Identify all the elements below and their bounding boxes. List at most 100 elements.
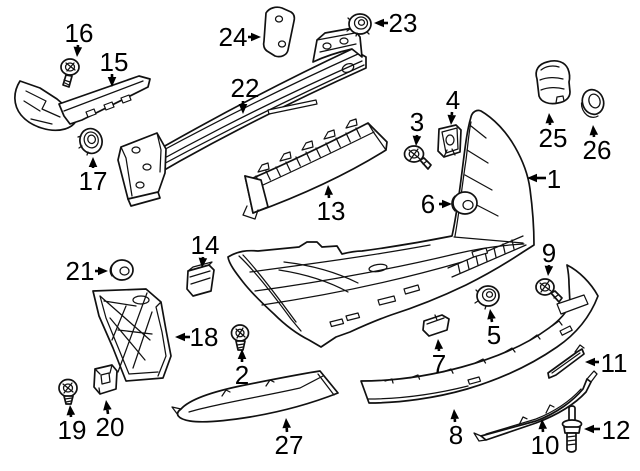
callout-9-screw[interactable]: 9 bbox=[542, 238, 556, 276]
callout-arrowhead bbox=[88, 157, 98, 167]
callout-label[interactable]: 27 bbox=[275, 430, 304, 460]
part-23-flange-nut[interactable] bbox=[346, 13, 372, 37]
callout-1-bumper-cover[interactable]: 1 bbox=[527, 164, 561, 194]
callout-label[interactable]: 12 bbox=[602, 415, 631, 445]
part-19-screw[interactable] bbox=[58, 378, 78, 405]
callout-24-shim-plate[interactable]: 24 bbox=[219, 22, 261, 52]
callout-7-guide-bracket[interactable]: 7 bbox=[432, 339, 446, 379]
callout-25-park-sensor[interactable]: 25 bbox=[539, 113, 568, 153]
callout-6-grommet[interactable]: 6 bbox=[421, 189, 452, 219]
callout-label[interactable]: 15 bbox=[100, 47, 129, 77]
callout-label[interactable]: 24 bbox=[219, 22, 248, 52]
callout-label[interactable]: 4 bbox=[446, 85, 460, 115]
callout-15-side-rail-bracket[interactable]: 15 bbox=[100, 47, 129, 87]
callout-label[interactable]: 18 bbox=[190, 322, 219, 352]
callout-arrowhead bbox=[251, 32, 261, 42]
callout-arrowhead bbox=[282, 418, 292, 429]
part-7-guide-bracket[interactable] bbox=[422, 314, 450, 337]
part-10-support-strip[interactable] bbox=[473, 370, 598, 442]
part-3-screw[interactable] bbox=[403, 145, 432, 170]
callout-label[interactable]: 8 bbox=[449, 420, 463, 450]
callout-21-grommet[interactable]: 21 bbox=[66, 256, 108, 286]
callout-14-bracket[interactable]: 14 bbox=[191, 230, 220, 268]
callout-10-support-strip[interactable]: 10 bbox=[531, 419, 560, 460]
callout-label[interactable]: 23 bbox=[389, 8, 418, 38]
callout-label[interactable]: 16 bbox=[65, 18, 94, 48]
callout-arrowhead bbox=[412, 135, 422, 146]
callout-label[interactable]: 5 bbox=[487, 320, 501, 350]
callout-label[interactable]: 26 bbox=[583, 135, 612, 165]
part-12-shoulder-bolt[interactable] bbox=[561, 405, 583, 453]
callout-label[interactable]: 20 bbox=[96, 412, 125, 442]
callout-arrowhead bbox=[103, 400, 112, 411]
callout-arrowhead bbox=[584, 424, 594, 434]
callout-label[interactable]: 1 bbox=[547, 164, 561, 194]
callout-label[interactable]: 25 bbox=[539, 123, 568, 153]
callout-label[interactable]: 13 bbox=[317, 196, 346, 226]
callout-19-screw[interactable]: 19 bbox=[58, 405, 87, 445]
callout-27-reflector-trim[interactable]: 27 bbox=[275, 418, 304, 460]
callout-3-screw[interactable]: 3 bbox=[410, 107, 424, 146]
part-21-grommet[interactable] bbox=[109, 259, 134, 281]
callout-18-side-support[interactable]: 18 bbox=[175, 322, 218, 352]
callout-2-screw[interactable]: 2 bbox=[235, 349, 249, 390]
part-15-side-rail-bracket[interactable] bbox=[14, 75, 151, 132]
callout-label[interactable]: 11 bbox=[601, 348, 628, 378]
part-5-flange-nut[interactable] bbox=[474, 285, 500, 310]
callout-label[interactable]: 19 bbox=[58, 415, 87, 445]
part-17-flange-nut[interactable] bbox=[77, 126, 105, 156]
part-6-grommet[interactable] bbox=[451, 191, 478, 215]
part-20-clip-nut[interactable] bbox=[93, 364, 118, 395]
part-13-energy-absorber[interactable] bbox=[242, 118, 388, 220]
callout-17-flange-nut[interactable]: 17 bbox=[79, 157, 108, 196]
callout-label[interactable]: 21 bbox=[66, 256, 95, 286]
callout-8-lower-valance[interactable]: 8 bbox=[449, 409, 463, 450]
callout-label[interactable]: 17 bbox=[79, 166, 108, 196]
callout-12-shoulder-bolt[interactable]: 12 bbox=[584, 415, 630, 445]
callout-label[interactable]: 6 bbox=[421, 189, 435, 219]
callout-label[interactable]: 2 bbox=[235, 360, 249, 390]
callout-arrowhead bbox=[107, 77, 117, 87]
callout-13-energy-absorber[interactable]: 13 bbox=[317, 185, 346, 226]
callout-label[interactable]: 9 bbox=[542, 238, 556, 268]
part-1-bumper-cover[interactable] bbox=[227, 109, 535, 348]
part-4-clip[interactable] bbox=[437, 124, 462, 158]
callout-arrowhead bbox=[66, 405, 76, 416]
callout-label[interactable]: 10 bbox=[531, 430, 560, 460]
callout-arrowhead bbox=[447, 114, 457, 125]
callout-22-impact-bar[interactable]: 22 bbox=[231, 73, 260, 114]
callout-11-trim-strip[interactable]: 11 bbox=[585, 348, 628, 378]
part-24-shim-plate[interactable] bbox=[262, 6, 296, 58]
part-14-bracket[interactable] bbox=[186, 261, 215, 297]
callout-label[interactable]: 3 bbox=[410, 107, 424, 137]
callout-4-clip[interactable]: 4 bbox=[446, 85, 460, 125]
part-18-side-support[interactable] bbox=[92, 288, 172, 382]
callout-arrowhead bbox=[238, 104, 248, 114]
part-26-sensor-retainer[interactable] bbox=[579, 87, 607, 118]
callout-20-clip-nut[interactable]: 20 bbox=[96, 400, 125, 442]
part-11-trim-strip[interactable] bbox=[547, 344, 585, 379]
callout-arrowhead bbox=[198, 257, 208, 268]
callout-16-screw[interactable]: 16 bbox=[65, 18, 94, 57]
callout-5-flange-nut[interactable]: 5 bbox=[487, 309, 501, 350]
part-22-impact-bar[interactable] bbox=[117, 27, 367, 207]
callout-arrowhead bbox=[73, 46, 83, 57]
callout-26-sensor-retainer[interactable]: 26 bbox=[583, 125, 612, 165]
part-25-park-sensor[interactable] bbox=[535, 59, 571, 105]
part-8-lower-valance[interactable] bbox=[360, 264, 599, 404]
callout-arrowhead bbox=[98, 266, 108, 276]
callout-23-flange-nut[interactable]: 23 bbox=[374, 8, 417, 38]
part-2-screw[interactable] bbox=[230, 324, 250, 351]
part-27-reflector-trim[interactable] bbox=[171, 370, 339, 423]
callout-arrow bbox=[106, 409, 110, 415]
callout-label[interactable]: 22 bbox=[231, 73, 260, 103]
callout-arrowhead bbox=[545, 113, 555, 124]
part-9-screw[interactable] bbox=[535, 278, 563, 303]
part-16-screw[interactable] bbox=[60, 58, 80, 88]
callout-label[interactable]: 14 bbox=[191, 230, 220, 260]
callout-label[interactable]: 7 bbox=[432, 349, 446, 379]
callout-arrowhead bbox=[324, 185, 334, 196]
